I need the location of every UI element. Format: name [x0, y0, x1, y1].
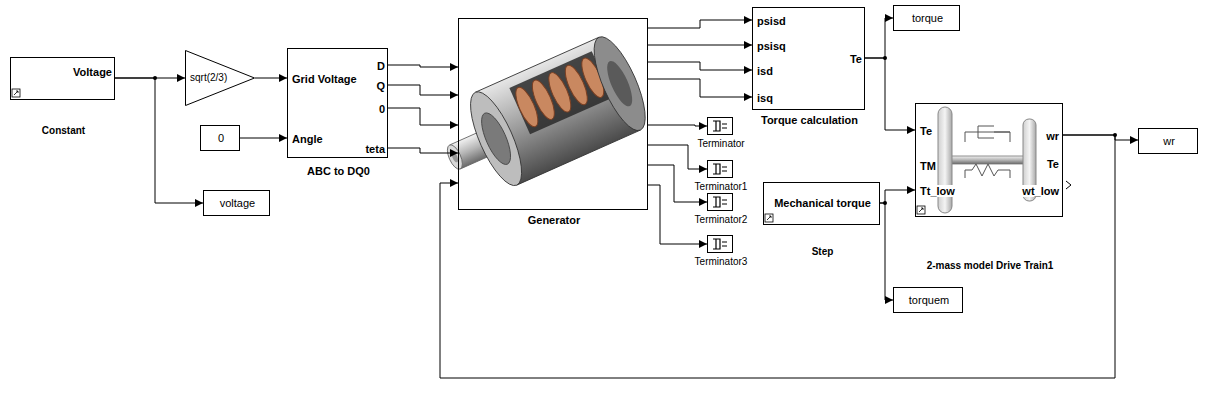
signal-line	[648, 20, 752, 28]
constant-block: 0	[200, 125, 240, 151]
port-label: Grid Voltage	[292, 73, 357, 86]
port-label: psisq	[757, 40, 786, 53]
block-name: Constant	[42, 125, 85, 137]
signal-line	[648, 62, 752, 70]
generator-illustration	[429, 31, 655, 206]
workspace-block: torque	[893, 5, 960, 31]
block-name: Terminator3	[695, 256, 748, 268]
port-label: Voltage	[73, 66, 112, 79]
signal-line	[648, 125, 707, 126]
port-label: Te	[850, 53, 862, 66]
block-label: Mechanical torque	[774, 197, 871, 210]
transform-block: Grid VoltageAngleDQ0tetaABC to DQ0	[287, 48, 388, 158]
terminator-block: Terminator3	[707, 235, 733, 253]
branch-point	[153, 56, 1117, 205]
port-label: Te	[919, 125, 933, 138]
port-label: isq	[757, 92, 773, 105]
terminator-block: Terminator1	[707, 160, 733, 178]
signal-line	[255, 78, 287, 79]
output-port-symbol	[1066, 181, 1071, 189]
signal-line	[388, 85, 458, 95]
signal-line	[388, 108, 458, 125]
workspace-block: wr	[1138, 128, 1198, 154]
port-label: wt_low	[1021, 185, 1060, 198]
block-name: Terminator2	[695, 214, 748, 226]
signal-line	[388, 65, 458, 67]
signal-line	[388, 148, 458, 153]
block-label: wr	[1163, 135, 1175, 148]
signal-line	[648, 45, 752, 46]
port-label: 0	[379, 103, 385, 116]
step-block: Mechanical torqueStep	[763, 182, 880, 225]
port-label: wr	[1045, 130, 1060, 143]
port-label: Angle	[292, 133, 323, 146]
signal-line	[865, 58, 915, 130]
signal-line	[440, 135, 1115, 378]
signal-line	[880, 203, 893, 300]
gain-triangle: sqrt(2/3)	[185, 50, 255, 106]
port-label: sqrt(2/3)	[190, 72, 227, 84]
block-name: Terminator	[697, 138, 744, 150]
block-name: Terminator1	[695, 181, 748, 193]
signal-line	[648, 79, 752, 97]
block-name: 2-mass model Drive Train1	[927, 260, 1054, 272]
workspace-block: voltage	[203, 190, 270, 216]
constant-block: VoltageConstant	[10, 57, 115, 100]
signal-line	[240, 138, 287, 139]
port-label: D	[377, 60, 385, 73]
port-label: Te	[1046, 158, 1060, 171]
block-label: torque	[912, 12, 943, 25]
block-name: ABC to DQ0	[307, 165, 370, 178]
port-label: Tt_low	[919, 185, 956, 198]
port-label: psisd	[757, 15, 786, 28]
signal-line	[1063, 135, 1138, 140]
port-label: Q	[376, 80, 385, 93]
block-name: Generator	[528, 214, 581, 227]
mask-icon	[12, 89, 925, 222]
port-label: TM	[919, 160, 937, 173]
signal-line	[880, 190, 915, 203]
terminator-block: Terminator	[707, 117, 733, 135]
block-name: Torque calculation	[761, 114, 858, 127]
drive-train-block: TeTMTt_lowwrTewt_low2-mass model Drive T…	[915, 103, 1063, 217]
port-label: teta	[365, 143, 385, 156]
terminator-block: Terminator2	[707, 193, 733, 211]
block-label: voltage	[220, 197, 255, 210]
block-label: torquem	[909, 294, 949, 307]
block-name: Step	[812, 246, 834, 258]
block-label: 0	[218, 132, 224, 145]
signal-line	[865, 18, 893, 58]
workspace-block: torquem	[893, 287, 963, 313]
generator-block: Generator	[458, 18, 648, 210]
port-label: isd	[757, 65, 773, 78]
subsystem-block: psisdpsisqisdisqTeTorque calculation	[752, 7, 865, 110]
